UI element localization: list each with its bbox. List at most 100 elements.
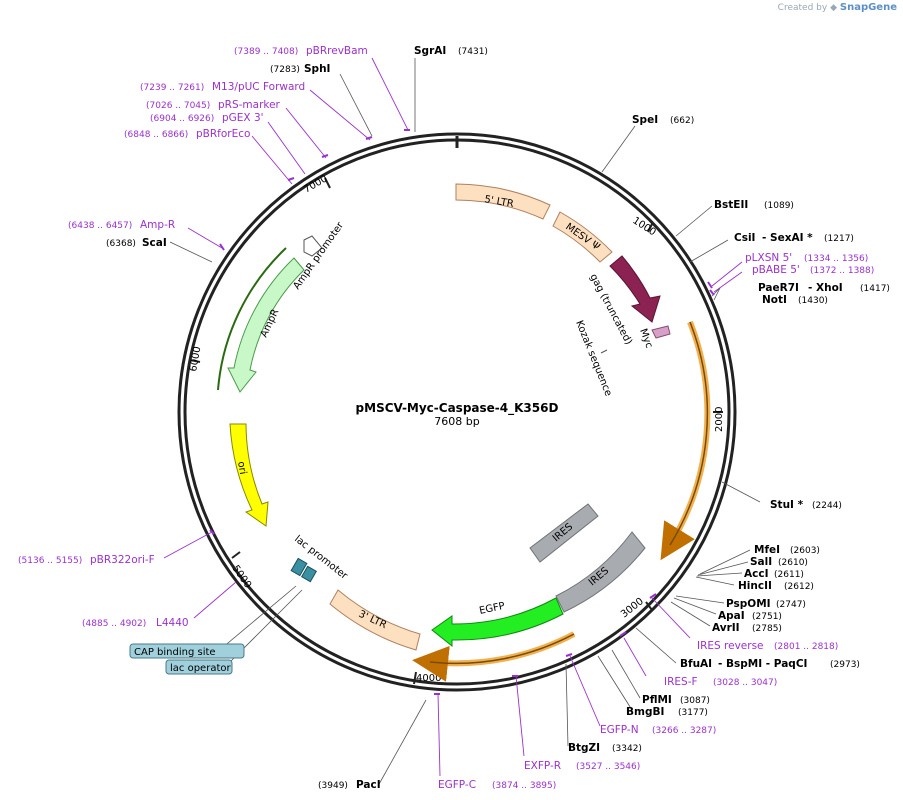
enzyme-sexai[interactable]: - SexAI * bbox=[762, 232, 813, 244]
feature-orf-2-core bbox=[429, 633, 575, 665]
plasmid-name: pMSCV-Myc-Caspase-4_K356D bbox=[356, 401, 559, 416]
primer-pbabe-pos: (1372 .. 1388) bbox=[810, 266, 874, 276]
lac-operator-box[interactable] bbox=[165, 659, 233, 675]
primer-prs-pos: (7026 .. 7045) bbox=[146, 101, 210, 111]
tick-2000: 2000 bbox=[714, 407, 725, 432]
enzyme-bfuai[interactable]: BfuAI bbox=[680, 658, 712, 670]
primer-exfpr-pos: (3527 .. 3546) bbox=[576, 762, 640, 772]
enzyme-csii[interactable]: CsiI bbox=[734, 232, 755, 244]
primer-egfpn[interactable]: EGFP-N bbox=[600, 724, 639, 736]
enzyme-noti-pos: (1430) bbox=[798, 296, 828, 306]
enzyme-paer7i[interactable]: PaeR7I bbox=[758, 282, 799, 294]
enzyme-sphi[interactable]: SphI bbox=[304, 63, 330, 75]
primer-ampr-pos: (6438 .. 6457) bbox=[68, 221, 132, 231]
snapgene-watermark: Created by ◆ SnapGene bbox=[778, 2, 897, 13]
primer-iresrev-pos: (2801 .. 2818) bbox=[774, 642, 838, 652]
primer-m13-pos: (7239 .. 7261) bbox=[140, 83, 204, 93]
tick-1000: 1000 bbox=[630, 215, 657, 238]
enzyme-scai-pos: (6368) bbox=[106, 239, 136, 249]
enzyme-sgrai-pos: (7431) bbox=[458, 47, 488, 57]
primer-plxsn[interactable]: pLXSN 5' bbox=[745, 252, 792, 264]
enzyme-bmgbi[interactable]: BmgBI bbox=[626, 706, 664, 718]
tick-3000: 3000 bbox=[619, 596, 646, 620]
feature-orf bbox=[660, 320, 711, 561]
enzyme-bsteii[interactable]: BstEII bbox=[714, 199, 748, 211]
primer-prs[interactable]: pRS-marker bbox=[218, 99, 281, 111]
enzyme-bspmi-paqci[interactable]: - BspMI - PaqCI bbox=[718, 658, 807, 670]
enzyme-sphi-pos: (7283) bbox=[270, 65, 300, 75]
primer-m13[interactable]: M13/pUC Forward bbox=[212, 81, 305, 93]
enzyme-stui-pos: (2244) bbox=[812, 501, 842, 511]
feature-ampr-promoter-label: AmpR promoter bbox=[291, 220, 346, 292]
enzyme-mfei[interactable]: MfeI bbox=[754, 544, 780, 556]
primer-egfpc[interactable]: EGFP-C bbox=[438, 779, 476, 791]
enzyme-paer7i-pos: (1417) bbox=[860, 284, 890, 294]
tick-4000: 4000 bbox=[416, 673, 441, 684]
enzyme-pflmi[interactable]: PflMI bbox=[642, 694, 672, 706]
tick-6000: 6000 bbox=[188, 346, 203, 373]
enzyme-avrii[interactable]: AvrII bbox=[712, 622, 740, 634]
tick-7000: 7000 bbox=[302, 173, 330, 195]
enzyme-hincii[interactable]: HincII bbox=[738, 580, 772, 592]
primer-exfpr[interactable]: EXFP-R bbox=[524, 760, 561, 772]
enzyme-spei[interactable]: SpeI bbox=[632, 114, 658, 126]
enzyme-apai[interactable]: ApaI bbox=[718, 610, 745, 622]
enzyme-psppomi[interactable]: PspOMI bbox=[726, 598, 771, 610]
enzyme-stui[interactable]: StuI * bbox=[770, 499, 804, 511]
enzyme-psppomi-pos: (2747) bbox=[776, 600, 806, 610]
primer-pbrrevbam[interactable]: pBRrevBam bbox=[306, 45, 368, 57]
enzyme-noti[interactable]: NotI bbox=[762, 294, 787, 306]
primer-ampr[interactable]: Amp-R bbox=[140, 219, 175, 231]
enzyme-csii-pos: (1217) bbox=[824, 234, 854, 244]
enzyme-avrii-pos: (2785) bbox=[752, 624, 782, 634]
feature-egfp-label: EGFP bbox=[478, 601, 506, 617]
enzyme-scai[interactable]: ScaI bbox=[142, 237, 167, 249]
enzyme-btgzi[interactable]: BtgZI bbox=[568, 742, 600, 754]
feature-ires-2 bbox=[555, 531, 646, 613]
feature-ampr-promoter bbox=[303, 235, 323, 257]
enzyme-acci-pos: (2611) bbox=[774, 570, 804, 580]
enzyme-sgrai[interactable]: SgrAI bbox=[414, 45, 446, 57]
primer-iresrev[interactable]: IRES reverse bbox=[697, 640, 764, 652]
primer-egfpn-pos: (3266 .. 3287) bbox=[652, 726, 716, 736]
enzyme-sali[interactable]: SalI bbox=[750, 556, 772, 568]
primer-pbr322[interactable]: pBR322ori-F bbox=[90, 554, 155, 566]
feature-5ltr-label: 5' LTR bbox=[483, 194, 514, 210]
feature-ori bbox=[229, 423, 269, 527]
primer-pbrforeco-pos: (6848 .. 6866) bbox=[124, 130, 188, 140]
enzyme-sali-pos: (2610) bbox=[778, 558, 808, 568]
primer-pgex-pos: (6904 .. 6926) bbox=[150, 114, 214, 124]
cap-binding-site-box[interactable] bbox=[129, 643, 245, 659]
primer-pbrrevbam-pos: (7389 .. 7408) bbox=[234, 47, 298, 57]
primer-marks bbox=[209, 129, 715, 695]
primer-pbrforeco[interactable]: pBRforEco bbox=[196, 128, 250, 140]
primer-lines bbox=[163, 57, 743, 777]
backbone-outer bbox=[177, 132, 737, 692]
feature-egfp bbox=[431, 597, 564, 648]
primer-iresf[interactable]: IRES-F bbox=[664, 676, 698, 688]
feature-gag bbox=[609, 255, 661, 323]
leader-lines bbox=[169, 58, 761, 787]
primer-egfpc-pos: (3874 .. 3895) bbox=[492, 781, 556, 791]
watermark-prefix: Created by bbox=[777, 3, 828, 13]
snapgene-logo-icon: ◆ bbox=[830, 3, 837, 13]
enzyme-xhoi[interactable]: - XhoI bbox=[808, 282, 843, 294]
primer-pgex[interactable]: pGEX 3' bbox=[222, 112, 264, 124]
feature-ampr-dark bbox=[217, 247, 287, 391]
enzyme-spei-pos: (662) bbox=[670, 116, 694, 126]
feature-kozak-label: Kozak sequence bbox=[573, 319, 613, 398]
feature-kozak-mark bbox=[600, 349, 608, 354]
feature-myc bbox=[651, 325, 671, 339]
enzyme-acci[interactable]: AccI bbox=[744, 568, 768, 580]
primer-pbr322-pos: (5136 .. 5155) bbox=[18, 556, 82, 566]
enzyme-bsteii-pos: (1089) bbox=[764, 201, 794, 211]
enzyme-paci[interactable]: PacI bbox=[356, 779, 381, 791]
primer-l4440-pos: (4885 .. 4902) bbox=[82, 619, 146, 629]
feature-ori-label: ori bbox=[235, 461, 248, 476]
primer-pbabe[interactable]: pBABE 5' bbox=[752, 264, 800, 276]
enzyme-apai-pos: (2751) bbox=[752, 612, 782, 622]
enzyme-mfei-pos: (2603) bbox=[790, 546, 820, 556]
enzyme-btgzi-pos: (3342) bbox=[612, 744, 642, 754]
feature-5ltr bbox=[455, 183, 551, 220]
primer-l4440[interactable]: L4440 bbox=[156, 617, 189, 629]
